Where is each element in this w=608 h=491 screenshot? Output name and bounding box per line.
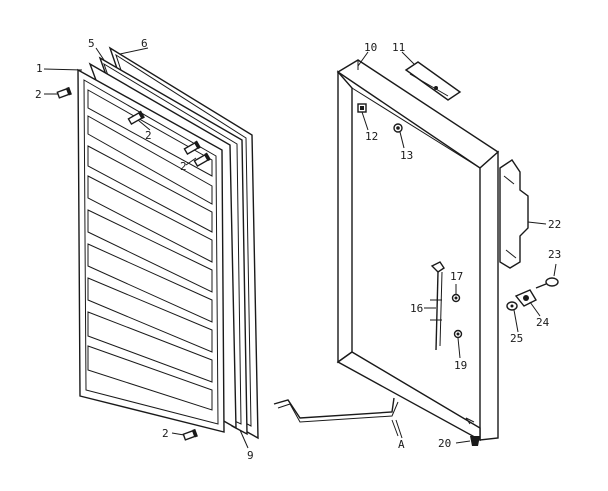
lock-key-23 <box>535 277 559 289</box>
label-part-9: 9 <box>247 449 254 462</box>
frame-bushing-12 <box>357 103 367 113</box>
frame-fitting-17 <box>451 293 461 303</box>
label-part-20: 20 <box>438 437 451 450</box>
top-hinge-cover <box>404 61 462 101</box>
door-liner-assembly <box>56 46 259 441</box>
label-part-1: 1 <box>36 62 43 75</box>
frame-fitting-19 <box>453 329 463 339</box>
label-part-11: 11 <box>392 41 405 54</box>
label-part-10: 10 <box>364 41 377 54</box>
liner-screws <box>127 110 211 168</box>
part-labels: 1 5 6 2 2 2 2 9 10 11 12 13 22 23 24 25 … <box>35 37 561 462</box>
label-part-a: A <box>398 438 405 451</box>
screw-top-left <box>56 86 72 99</box>
door-bar-16 <box>430 261 445 351</box>
lock-assembly <box>506 277 559 311</box>
liner-shelf-ridges <box>87 89 213 411</box>
frame-left-edge <box>337 70 353 364</box>
label-part-2-right: 2 <box>180 160 187 173</box>
label-part-2-topleft: 2 <box>35 88 42 101</box>
label-part-17: 17 <box>450 270 463 283</box>
frame-bushing-13 <box>393 123 403 133</box>
label-part-13: 13 <box>400 149 413 162</box>
label-part-5: 5 <box>88 37 95 50</box>
label-part-2-bottom: 2 <box>162 427 169 440</box>
lock-washer-25 <box>506 301 518 311</box>
label-part-12: 12 <box>365 130 378 143</box>
label-part-19: 19 <box>454 359 467 372</box>
lock-cylinder-24 <box>514 289 537 307</box>
label-part-6: 6 <box>141 37 148 50</box>
right-leaders <box>357 51 557 444</box>
label-part-16: 16 <box>410 302 423 315</box>
door-handle <box>499 159 529 269</box>
label-part-23: 23 <box>548 248 561 261</box>
label-part-22: 22 <box>548 218 561 231</box>
frame-right-edge <box>479 150 499 441</box>
foot-20 <box>470 436 480 446</box>
label-part-24: 24 <box>536 316 550 329</box>
door-cable-rod <box>273 397 399 437</box>
label-part-25: 25 <box>510 332 523 345</box>
label-part-2-middle: 2 <box>145 129 152 142</box>
door-frame-assembly <box>336 59 529 442</box>
left-leaders <box>43 47 249 449</box>
screw-bottom <box>182 428 198 441</box>
